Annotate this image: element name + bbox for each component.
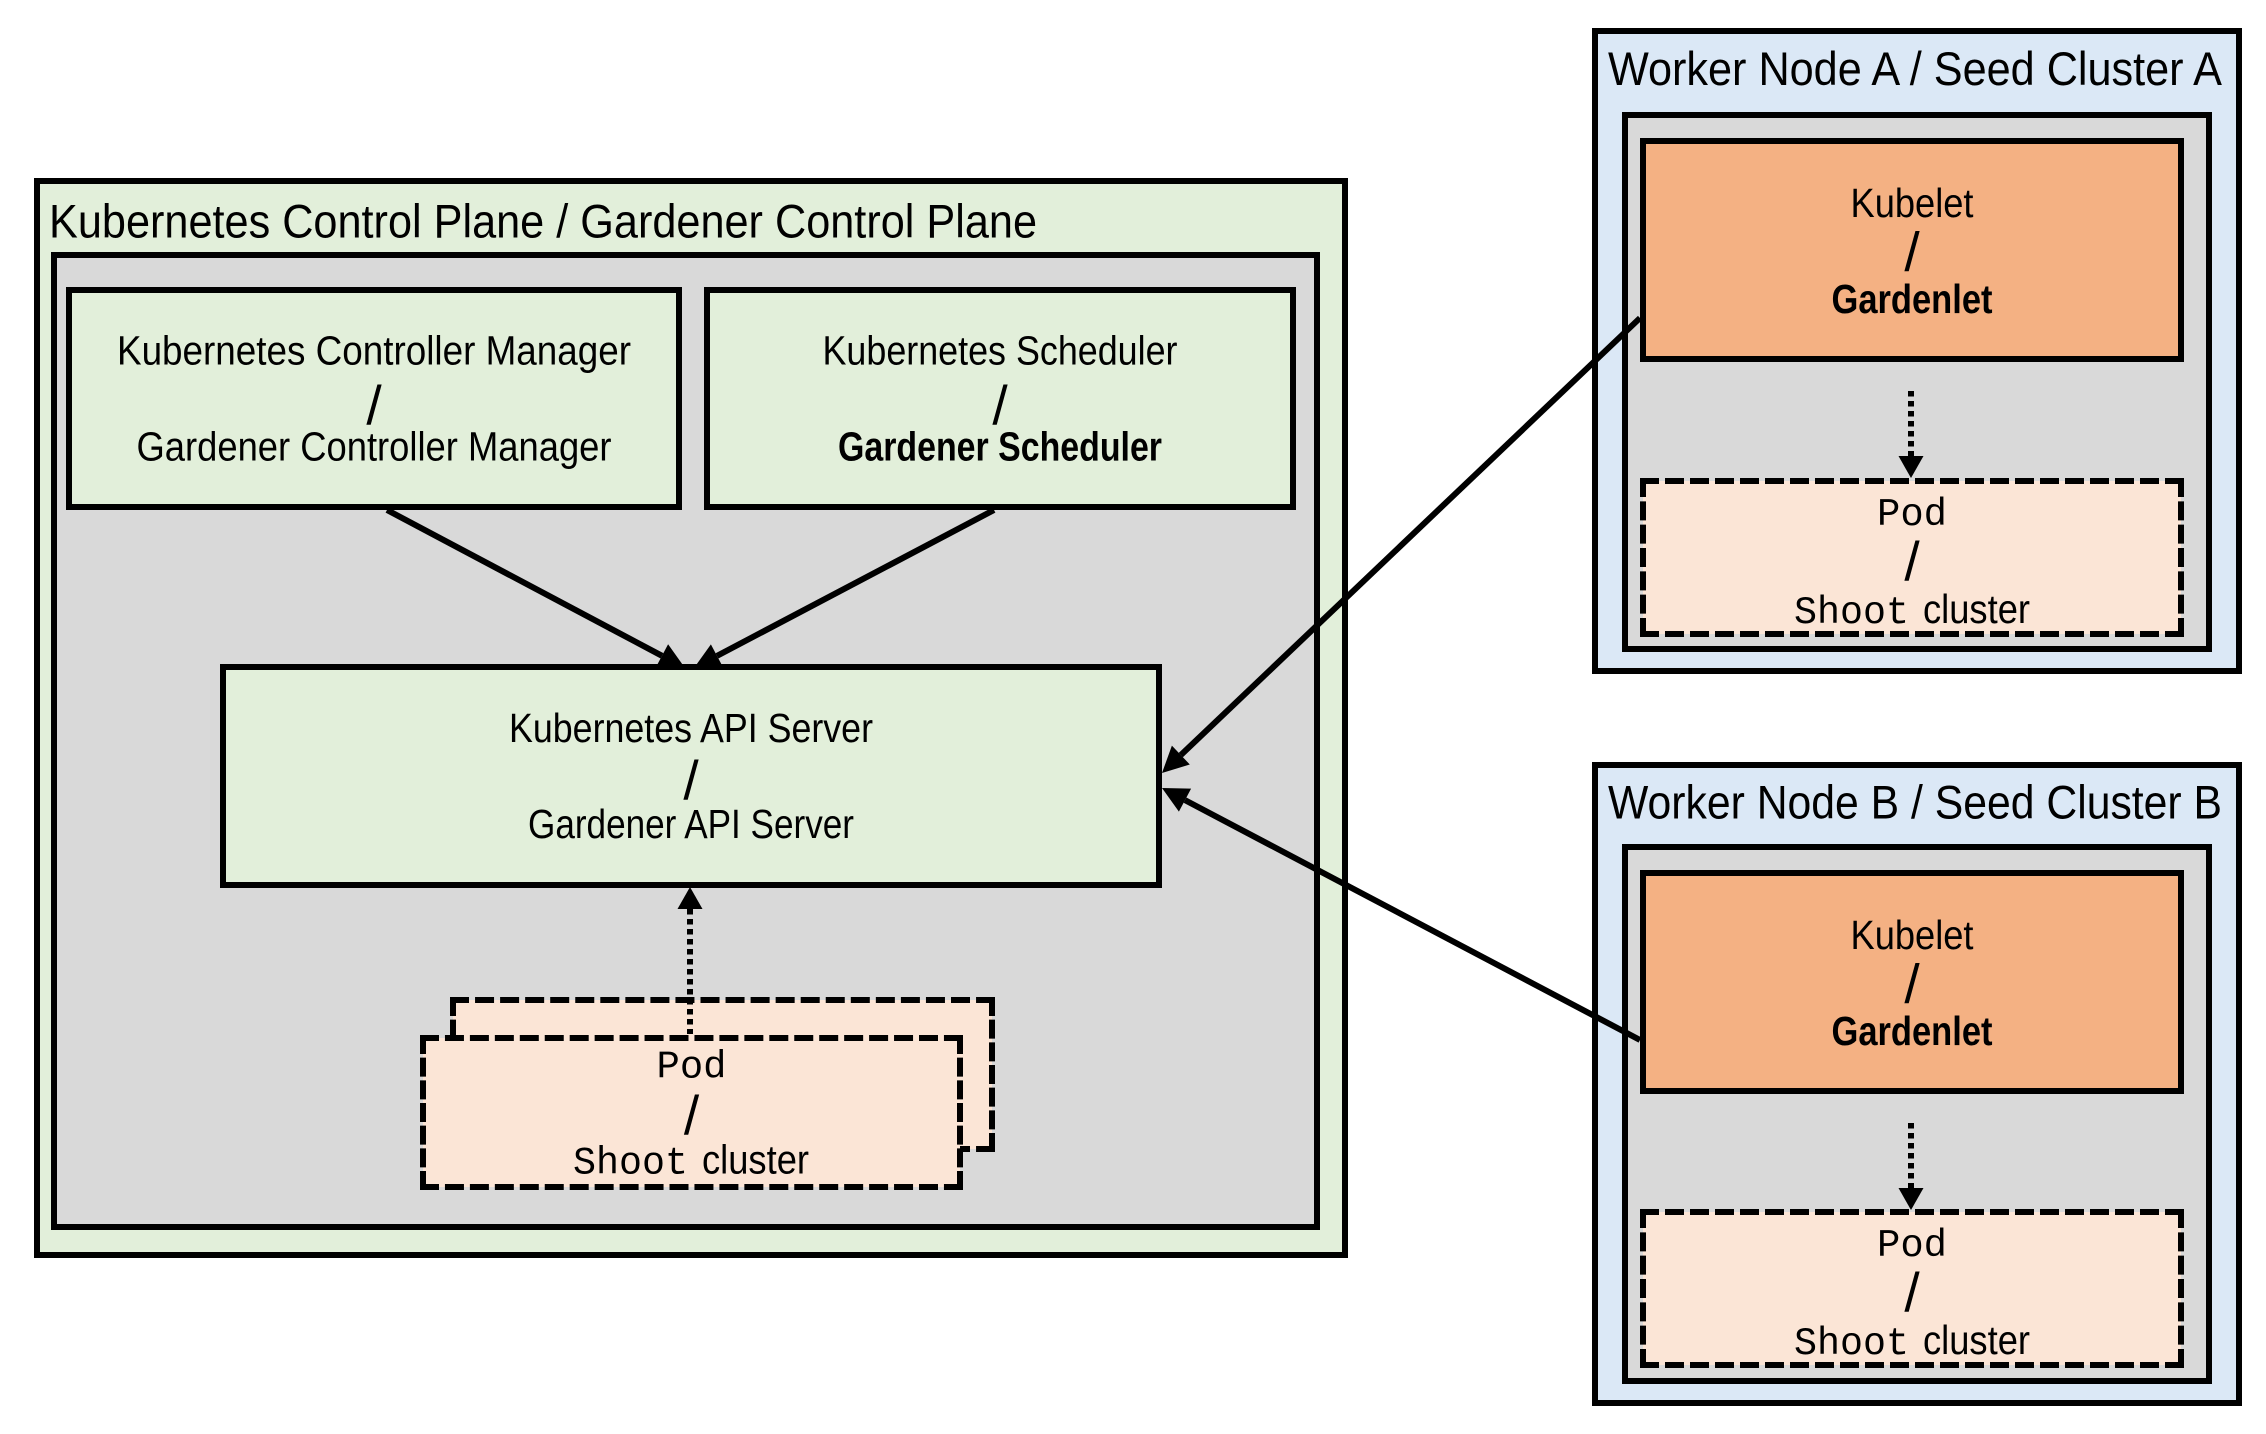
svg-text:Kubelet: Kubelet [1851, 180, 1975, 226]
svg-text:/: / [683, 749, 699, 811]
svg-text:/: / [992, 374, 1008, 436]
svg-text:/: / [1904, 530, 1920, 592]
svg-text:Pod: Pod [1877, 493, 1947, 537]
svg-text:Pod: Pod [657, 1046, 727, 1090]
svg-text:/: / [1904, 1261, 1920, 1323]
svg-text:Kubernetes API Server: Kubernetes API Server [509, 705, 873, 751]
svg-text:Pod: Pod [1877, 1224, 1947, 1268]
svg-text:Gardenlet: Gardenlet [1832, 1008, 1993, 1054]
svg-text:Gardener API Server: Gardener API Server [528, 801, 854, 847]
svg-text:Kubernetes Scheduler: Kubernetes Scheduler [823, 328, 1178, 374]
svg-text:Kubernetes Controller Manager: Kubernetes Controller Manager [117, 328, 631, 374]
svg-text:Kubelet: Kubelet [1851, 912, 1975, 958]
svg-text:Gardener Controller Manager: Gardener Controller Manager [137, 424, 612, 470]
svg-text:Kubernetes Control Plane / Gar: Kubernetes Control Plane / Gardener Cont… [49, 195, 1037, 248]
svg-text:/: / [684, 1084, 700, 1146]
svg-text:/: / [366, 374, 382, 436]
svg-text:/: / [1904, 221, 1920, 283]
svg-text:Worker Node A / Seed Cluster A: Worker Node A / Seed Cluster A [1608, 42, 2223, 95]
svg-text:/: / [1904, 953, 1920, 1015]
svg-text:Worker Node B / Seed Cluster B: Worker Node B / Seed Cluster B [1608, 776, 2222, 829]
svg-text:Gardenlet: Gardenlet [1832, 276, 1993, 322]
svg-text:Gardener Scheduler: Gardener Scheduler [838, 424, 1162, 470]
